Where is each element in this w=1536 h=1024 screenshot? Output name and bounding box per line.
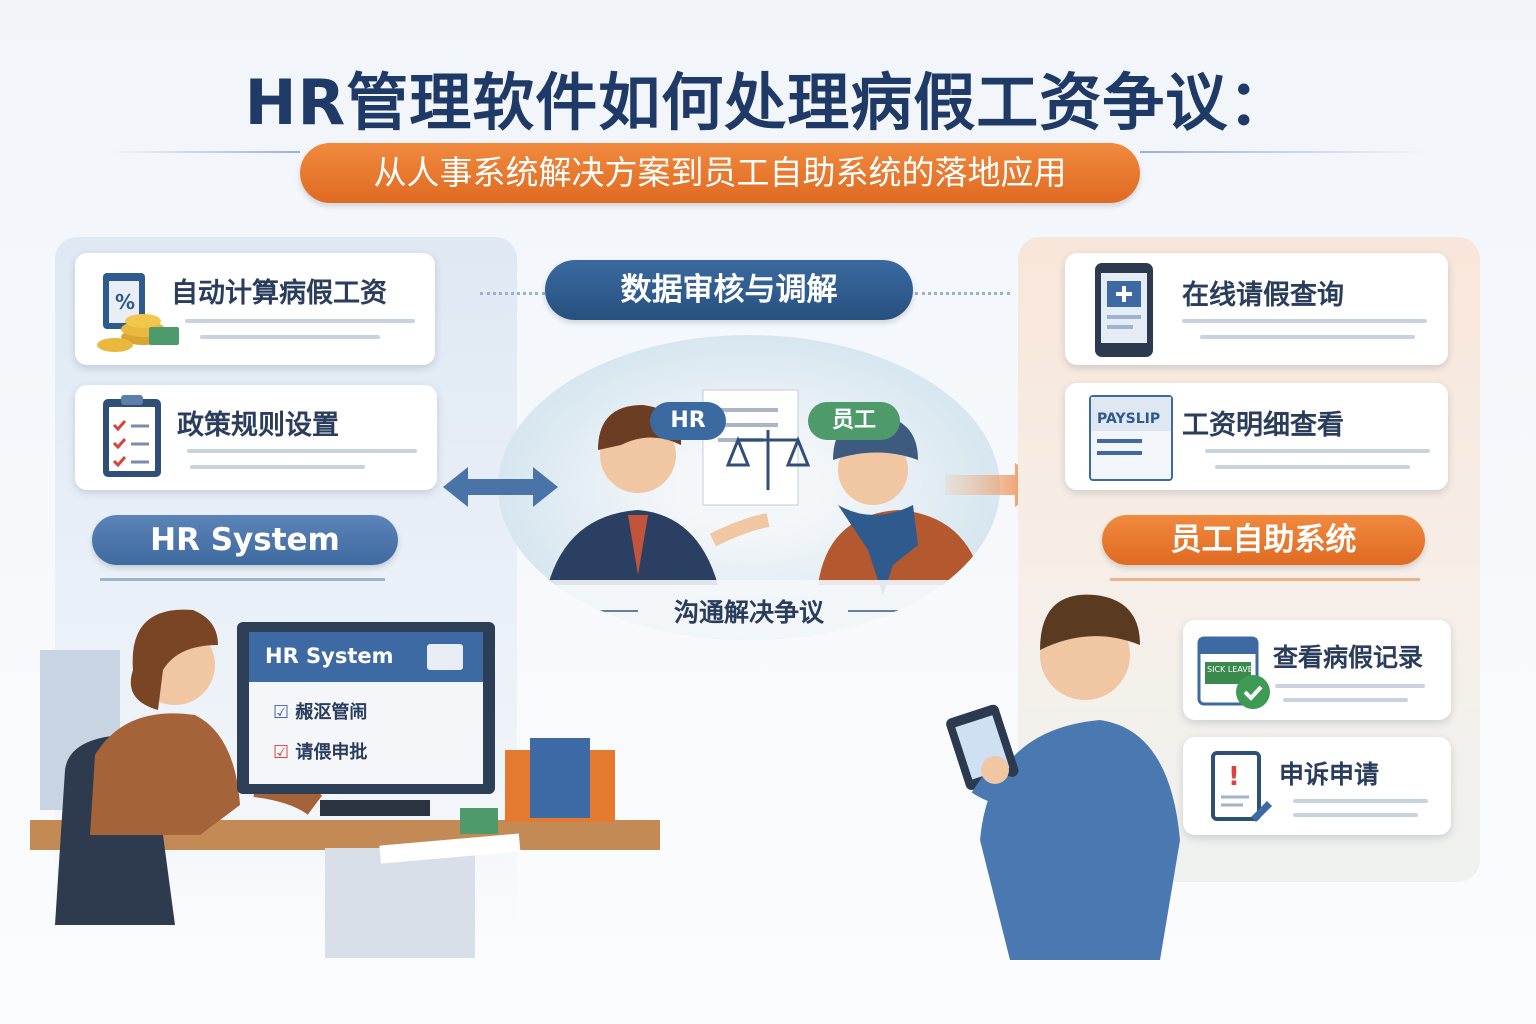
text-line — [1293, 813, 1418, 817]
divider-left — [110, 151, 300, 153]
text-line — [1293, 799, 1428, 803]
divider-right — [1140, 151, 1430, 153]
logout-icon[interactable] — [427, 644, 463, 670]
self-service-pill: 员工自助系统 — [1102, 515, 1425, 565]
checklist-clipboard-icon — [103, 395, 161, 477]
text-line — [200, 335, 380, 339]
screen-item[interactable]: ☑ 请偎申批 — [273, 738, 367, 764]
text-line — [1182, 319, 1427, 323]
card-auto-calc-sick-pay: % 自动计算病假工资 — [75, 253, 435, 365]
screen-item[interactable]: ☑ 赧沤管闹 — [273, 698, 367, 724]
employee-phone-illustration — [946, 594, 1180, 960]
divider — [848, 610, 908, 612]
card-label: 自动计算病假工资 — [171, 278, 387, 309]
text-line — [1215, 465, 1410, 469]
screen-header: HR System — [249, 632, 483, 682]
card-label: 政策规则设置 — [177, 410, 339, 441]
text-line — [1200, 335, 1415, 339]
mediation-caption: 沟通解决争议 — [673, 598, 824, 627]
mediation-illustration — [548, 389, 983, 595]
monitor-screen: HR System ☑ 赧沤管闹 ☑ 请偎申批 — [249, 632, 483, 784]
svg-text:!: ! — [1228, 762, 1240, 792]
card-label: 工资明细查看 — [1182, 410, 1344, 441]
checkbox-checked-icon[interactable]: ☑ — [273, 742, 290, 763]
card-label: 查看病假记录 — [1273, 643, 1424, 672]
svg-text:SICK LEAVE: SICK LEAVE — [1207, 665, 1253, 674]
svg-text:%: % — [115, 290, 135, 314]
screen-title: HR System — [265, 644, 394, 668]
card-sick-leave-records: SICK LEAVE 查看病假记录 — [1183, 620, 1451, 720]
payslip-icon: PAYSLIP — [1089, 395, 1173, 481]
connector-dots — [480, 292, 545, 295]
text-line — [1205, 449, 1430, 453]
appeal-clipboard-icon: ! — [1211, 751, 1272, 822]
tablet-medical-icon — [1095, 263, 1153, 357]
text-line — [1275, 684, 1425, 688]
screen-item-label: 请偎申批 — [295, 742, 368, 763]
divider — [578, 610, 638, 612]
hr-system-pill: HR System — [92, 515, 398, 565]
divider — [1110, 578, 1420, 581]
connector-dots — [915, 292, 1010, 295]
text-line — [185, 319, 415, 323]
card-appeal-application: ! 申诉申请 — [1183, 737, 1451, 835]
monitor: HR System ☑ 赧沤管闹 ☑ 请偎申批 — [237, 622, 495, 794]
clipboard-coins-icon: % — [97, 273, 179, 352]
hr-badge: HR — [650, 402, 726, 440]
divider — [100, 578, 385, 581]
card-label: 申诉申请 — [1279, 760, 1380, 789]
card-payslip-view: PAYSLIP 工资明细查看 — [1065, 383, 1448, 490]
text-line — [1283, 698, 1408, 702]
card-label: 在线请假查询 — [1182, 280, 1344, 311]
mediation-scene: HR 员工 沟通解决争议 — [498, 335, 1000, 640]
hr-office-illustration — [30, 609, 660, 958]
employee-badge: 员工 — [808, 402, 900, 440]
page-title: HR管理软件如何处理病假工资争议： — [244, 66, 1292, 139]
card-online-leave-query: 在线请假查询 — [1065, 253, 1448, 365]
double-arrow-icon — [443, 467, 558, 507]
text-line — [190, 465, 365, 469]
subtitle-banner: 从人事系统解决方案到员工自助系统的落地应用 — [300, 143, 1140, 203]
calendar-check-icon: SICK LEAVE — [1197, 636, 1270, 709]
payslip-icon-text: PAYSLIP — [1091, 397, 1171, 431]
text-line — [187, 449, 417, 453]
screen-item-label: 赧沤管闹 — [295, 702, 368, 723]
data-review-pill: 数据审核与调解 — [545, 260, 913, 320]
card-policy-rules: 政策规则设置 — [75, 385, 437, 490]
checkbox-checked-icon[interactable]: ☑ — [273, 702, 290, 723]
